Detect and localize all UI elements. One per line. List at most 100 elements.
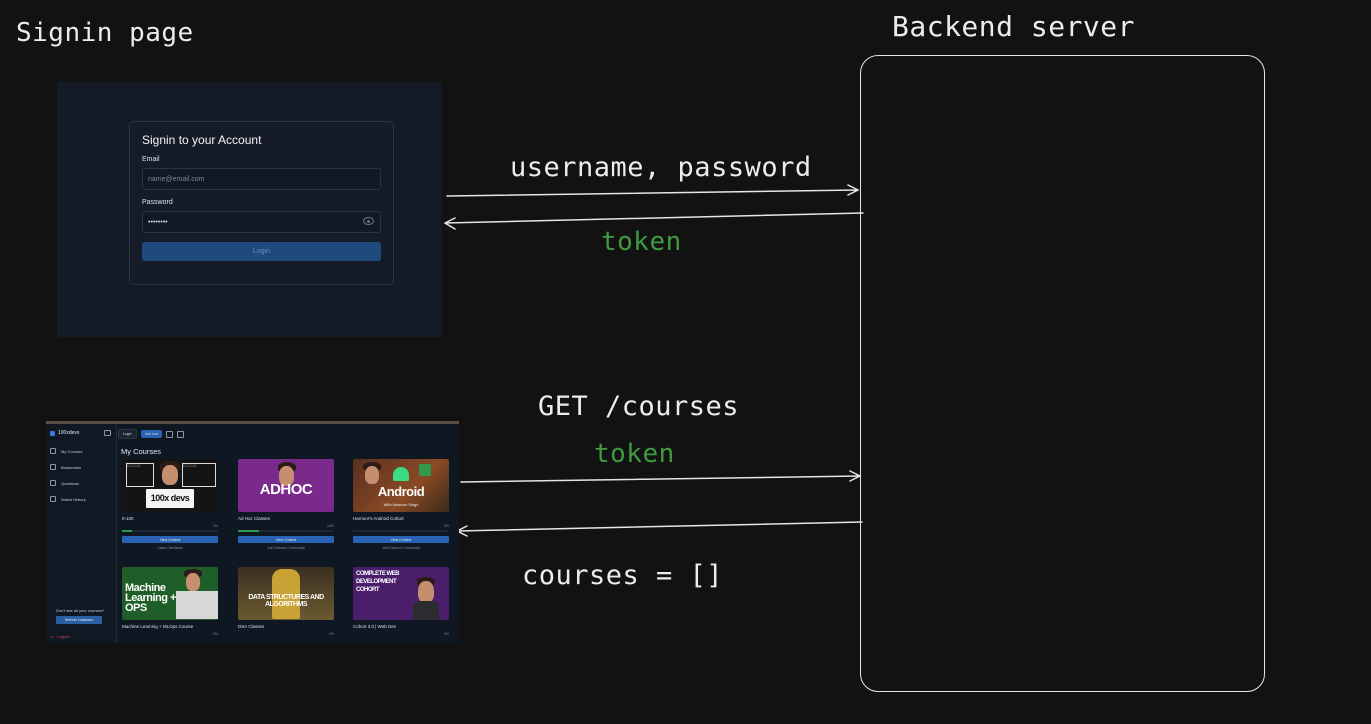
bookmark-icon: [50, 464, 56, 470]
course-thumbnail: COMPLETE WEB DEVELOPMENT COHORT: [353, 567, 449, 620]
get-courses-label: GET /courses: [538, 391, 740, 422]
course-percent: 0%: [443, 632, 449, 636]
brand-name: 100xdevs: [58, 430, 80, 436]
sidebar-item-label: My Courses: [61, 448, 83, 454]
thumbnail-text: ADHOC: [259, 481, 313, 498]
sidebar-toggle-icon[interactable]: [104, 430, 111, 436]
course-percent: 14%: [326, 524, 334, 528]
course-card[interactable]: COMPLETE WEB DEVELOPMENT COHORT Cohort 3…: [353, 567, 449, 636]
android-icon: [393, 467, 409, 481]
theme-icon[interactable]: [166, 430, 174, 438]
thumbnail-text: 100x devs cohort: [146, 489, 194, 508]
signin-screenshot: Signin to your Account Email name@email.…: [57, 82, 442, 337]
menu-icon[interactable]: [177, 430, 185, 438]
person-face: [418, 581, 434, 603]
person-shirt: [413, 601, 439, 620]
thumbnail-text: DATA STRUCTURES AND ALGORITHMS: [248, 594, 324, 608]
armor-figure: [272, 569, 300, 619]
course-percent: 1%: [212, 524, 218, 528]
course-title: DSA Classes: [238, 624, 265, 629]
signin-page-label: Signin page: [16, 18, 194, 48]
brand-logo: 100xdevs: [50, 430, 79, 436]
arrow-credentials: [446, 184, 860, 197]
sidebar-item-my-courses[interactable]: My Courses: [50, 448, 82, 454]
logout-icon: ⇦: [50, 634, 54, 639]
course-thumbnail: Machine Learning + OPS: [122, 567, 218, 620]
course-title: Ad Hoc Classes: [238, 516, 271, 521]
dashboard-screenshot: 100xdevs My Courses Bookmarks Questions …: [46, 421, 459, 643]
thumbnail-text: Machine Learning + OPS: [125, 582, 176, 614]
email-placeholder: name@email.com: [148, 175, 205, 183]
thumbnail-text: Android: [377, 484, 425, 499]
person-face: [365, 466, 379, 484]
token-response-label: token: [601, 227, 682, 257]
android-studio-icon: [419, 464, 431, 476]
sidebar-item-label: Questions: [61, 480, 80, 486]
person-face: [279, 466, 294, 486]
course-card[interactable]: DATA STRUCTURES AND ALGORITHMS DSA Class…: [238, 567, 334, 636]
course-percent: 0%: [443, 524, 449, 528]
course-thumbnail: ☐ ☐ ☐ ☐ ☐ ☐ ☐ ☐ 100x devs cohort: [122, 459, 218, 512]
sidebar-item-label: Bookmarks: [61, 464, 82, 470]
login-pill[interactable]: Login: [118, 429, 137, 439]
signin-title: Signin to your Account: [142, 133, 262, 147]
sidebar-item-label: Watch History: [61, 496, 86, 502]
course-card[interactable]: ADHOC Ad Hoc Classes 14% View Content Jo…: [238, 459, 334, 550]
email-label: Email: [142, 156, 160, 163]
eye-icon[interactable]: [363, 217, 374, 225]
course-link[interactable]: Class Overflows: [157, 546, 183, 550]
person-face: [186, 573, 200, 591]
logout-label: Logout: [57, 634, 70, 639]
course-progress: [122, 530, 218, 532]
course-title: 0-100: [122, 516, 134, 521]
progress-fill: [122, 530, 132, 532]
course-thumbnail: DATA STRUCTURES AND ALGORITHMS: [238, 567, 334, 620]
question-icon: [50, 480, 56, 486]
history-icon: [50, 496, 56, 502]
course-title: Cohort 3.0 | Web Dev: [353, 624, 397, 629]
view-content-button[interactable]: View Content: [122, 536, 218, 543]
backend-server-box: [860, 55, 1265, 692]
courses-response-label: courses = []: [522, 560, 724, 591]
my-courses-heading: My Courses: [121, 447, 162, 456]
discord-link[interactable]: Join Discord Community: [382, 546, 420, 550]
request-credentials-label: username, password: [510, 152, 812, 183]
screen-graphic: [176, 591, 218, 619]
checklist-graphic: ☐ ☐ ☐ ☐: [182, 463, 216, 487]
course-card[interactable]: Machine Learning + OPS Machine Learning …: [122, 567, 218, 636]
course-title: Harnoor's Android Cohort: [353, 516, 404, 521]
password-field[interactable]: ••••••••: [142, 211, 381, 233]
arrow-courses: [455, 521, 863, 537]
thumbnail-text: COMPLETE WEB DEVELOPMENT COHORT: [356, 571, 400, 593]
arrow-get-courses: [460, 470, 862, 483]
dashboard-topbar: Login Join now: [118, 428, 185, 440]
signin-card: Signin to your Account Email name@email.…: [129, 121, 394, 285]
sidebar-item-bookmarks[interactable]: Bookmarks: [50, 464, 81, 470]
logout-link[interactable]: ⇦Logout: [50, 634, 70, 639]
login-button[interactable]: Login: [142, 242, 381, 261]
view-content-button[interactable]: View Content: [353, 536, 449, 543]
course-percent: 0%: [328, 632, 334, 636]
dashboard-sidebar: 100xdevs My Courses Bookmarks Questions …: [46, 424, 117, 643]
checklist-graphic: ☐ ☐ ☐ ☐: [126, 463, 154, 487]
thumbnail-subtext: With Harnoor Singh: [383, 502, 419, 507]
sidebar-item-watch-history[interactable]: Watch History: [50, 496, 86, 502]
refresh-database-button[interactable]: Refresh Database: [56, 616, 102, 624]
email-field[interactable]: name@email.com: [142, 168, 381, 190]
password-label: Password: [142, 199, 173, 206]
token-request-label: token: [594, 439, 675, 469]
discord-link[interactable]: Join Discord Community: [267, 546, 305, 550]
course-card[interactable]: Android With Harnoor Singh Harnoor's And…: [353, 459, 449, 550]
logo-icon: [50, 430, 55, 436]
course-thumbnail: Android With Harnoor Singh: [353, 459, 449, 512]
sidebar-item-questions[interactable]: Questions: [50, 480, 79, 486]
backend-server-label: Backend server: [892, 10, 1136, 43]
progress-fill: [238, 530, 260, 532]
course-card[interactable]: ☐ ☐ ☐ ☐ ☐ ☐ ☐ ☐ 100x devs cohort 0-100 1…: [122, 459, 218, 550]
view-content-button[interactable]: View Content: [238, 536, 334, 543]
password-value: ••••••••: [148, 218, 168, 226]
person-face: [162, 465, 178, 485]
join-now-pill[interactable]: Join now: [140, 430, 163, 438]
course-percent: 0%: [212, 632, 218, 636]
course-progress: [238, 530, 334, 532]
